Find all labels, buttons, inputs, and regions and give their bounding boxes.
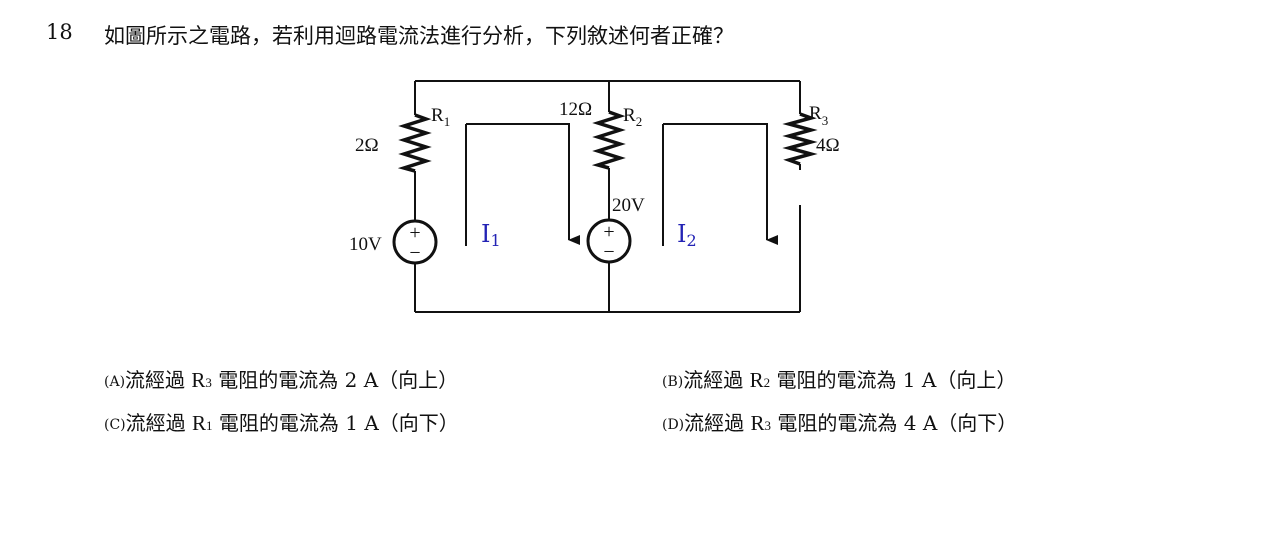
svg-text:I1: I1	[481, 220, 501, 250]
r3-name: R	[809, 103, 822, 124]
r2-name: R	[623, 105, 636, 126]
option-b-r: R	[749, 368, 764, 392]
r3-value: 4Ω	[816, 135, 840, 156]
circuit-wires	[414, 80, 801, 313]
v1-minus: −	[409, 242, 420, 264]
option-d-r: R	[750, 411, 765, 435]
r3-resistor	[782, 112, 818, 166]
option-d-pre: 流經過	[684, 411, 745, 435]
svg-text:I2: I2	[677, 220, 697, 250]
r1-name: R	[431, 105, 444, 126]
option-a-rsub: 3	[205, 375, 212, 390]
r2-value: 12Ω	[559, 99, 592, 120]
r2-sub: 2	[636, 114, 643, 129]
option-b-rsub: 2	[763, 375, 771, 390]
option-a-pre: 流經過	[125, 368, 186, 392]
option-b-pre: 流經過	[683, 368, 744, 392]
r1-value: 2Ω	[355, 135, 379, 156]
option-d-post: 電阻的電流為 4 A（向下）	[777, 411, 1018, 435]
i2-name: I	[677, 220, 686, 248]
option-d-mark: (D)	[662, 417, 685, 433]
option-c: (C)流經過 R1 電阻的電流為 1 A（向下）	[104, 407, 459, 436]
i1-name: I	[481, 220, 490, 248]
option-b-mark: (B)	[662, 374, 684, 390]
i1-loop-path	[466, 123, 580, 245]
v2-minus: −	[603, 241, 614, 263]
option-a: (A)流經過 R3 電阻的電流為 2 A（向上）	[104, 364, 458, 393]
question-text: 如圖所示之電路，若利用迴路電流法進行分析，下列敘述何者正確？	[104, 24, 734, 48]
svg-text:R2: R2	[623, 105, 642, 129]
option-b: (B)流經過 R2 電阻的電流為 1 A（向上）	[662, 364, 1016, 393]
v2-source	[586, 218, 632, 264]
option-d-rsub: 3	[764, 418, 772, 433]
option-c-post: 電阻的電流為 1 A（向下）	[218, 411, 459, 435]
i2-sub: 2	[686, 231, 696, 250]
r1-sub: 1	[444, 114, 451, 129]
option-c-pre: 流經過	[125, 411, 186, 435]
r2-resistor	[591, 110, 626, 170]
r1-resistor	[397, 113, 432, 173]
svg-text:R1: R1	[431, 105, 450, 129]
option-c-rsub: 1	[206, 418, 213, 433]
v1-value: 10V	[349, 234, 382, 255]
option-a-post: 電阻的電流為 2 A（向上）	[218, 368, 459, 392]
i1-sub: 1	[490, 231, 500, 250]
option-a-mark: (A)	[104, 374, 126, 390]
v2-value: 20V	[612, 195, 645, 216]
option-b-post: 電阻的電流為 1 A（向上）	[776, 368, 1017, 392]
option-c-r: R	[192, 411, 207, 435]
svg-text:R3: R3	[809, 103, 828, 128]
option-c-mark: (C)	[104, 417, 126, 433]
r3-sub: 3	[822, 113, 829, 128]
i2-loop-path	[663, 123, 778, 245]
v1-source	[392, 219, 438, 265]
option-d: (D)流經過 R3 電阻的電流為 4 A（向下）	[662, 407, 1017, 436]
question-number: 18	[46, 20, 73, 44]
v1-plus: +	[409, 222, 420, 244]
v2-plus: +	[603, 221, 614, 243]
option-a-r: R	[191, 368, 206, 392]
